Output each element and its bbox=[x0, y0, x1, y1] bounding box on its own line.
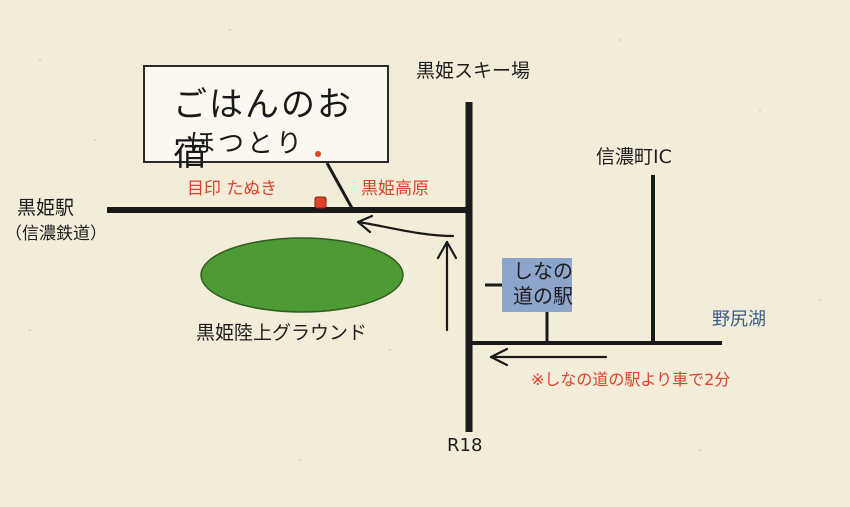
label-landmark-tanuki: 目印 たぬき bbox=[187, 179, 278, 199]
label-michinoeki-line2: 道の駅 bbox=[513, 284, 573, 308]
label-route-note: ※しなの道の駅より車で2分 bbox=[531, 370, 731, 389]
logo-dot bbox=[315, 151, 321, 157]
arrow-left-icon bbox=[489, 347, 608, 367]
roads bbox=[107, 102, 722, 432]
paper-texture bbox=[29, 29, 821, 481]
label-kurohime-kogen: 黒姫高原 bbox=[361, 179, 429, 199]
route-arrows bbox=[356, 214, 608, 367]
landmark-tanuki-marker bbox=[314, 196, 327, 209]
label-ground: 黒姫陸上グラウンド bbox=[196, 322, 368, 344]
ground-field bbox=[200, 237, 404, 313]
michinoeki-box bbox=[502, 258, 572, 312]
label-shinano-railway: （信濃鉄道） bbox=[5, 224, 107, 244]
label-nojiriko: 野尻湖 bbox=[712, 309, 766, 330]
arrow-up-icon bbox=[436, 240, 458, 332]
logo-subtitle: ほつとり bbox=[189, 129, 306, 159]
label-kurohime-station: 黒姫駅 bbox=[17, 197, 75, 219]
label-kurohime-ski: 黒姫スキー場 bbox=[416, 60, 531, 82]
logo-title: ごはんのお宿 bbox=[173, 85, 353, 174]
logo-box: ごはんのお宿 ほつとり bbox=[143, 65, 389, 174]
label-shinano-ic: 信濃町IC bbox=[596, 146, 672, 168]
label-r18: R18 bbox=[447, 435, 483, 456]
arrow-curved-left-icon bbox=[356, 214, 455, 238]
road-logo-connector bbox=[325, 162, 355, 211]
label-michinoeki-line1: しなの bbox=[513, 259, 573, 283]
